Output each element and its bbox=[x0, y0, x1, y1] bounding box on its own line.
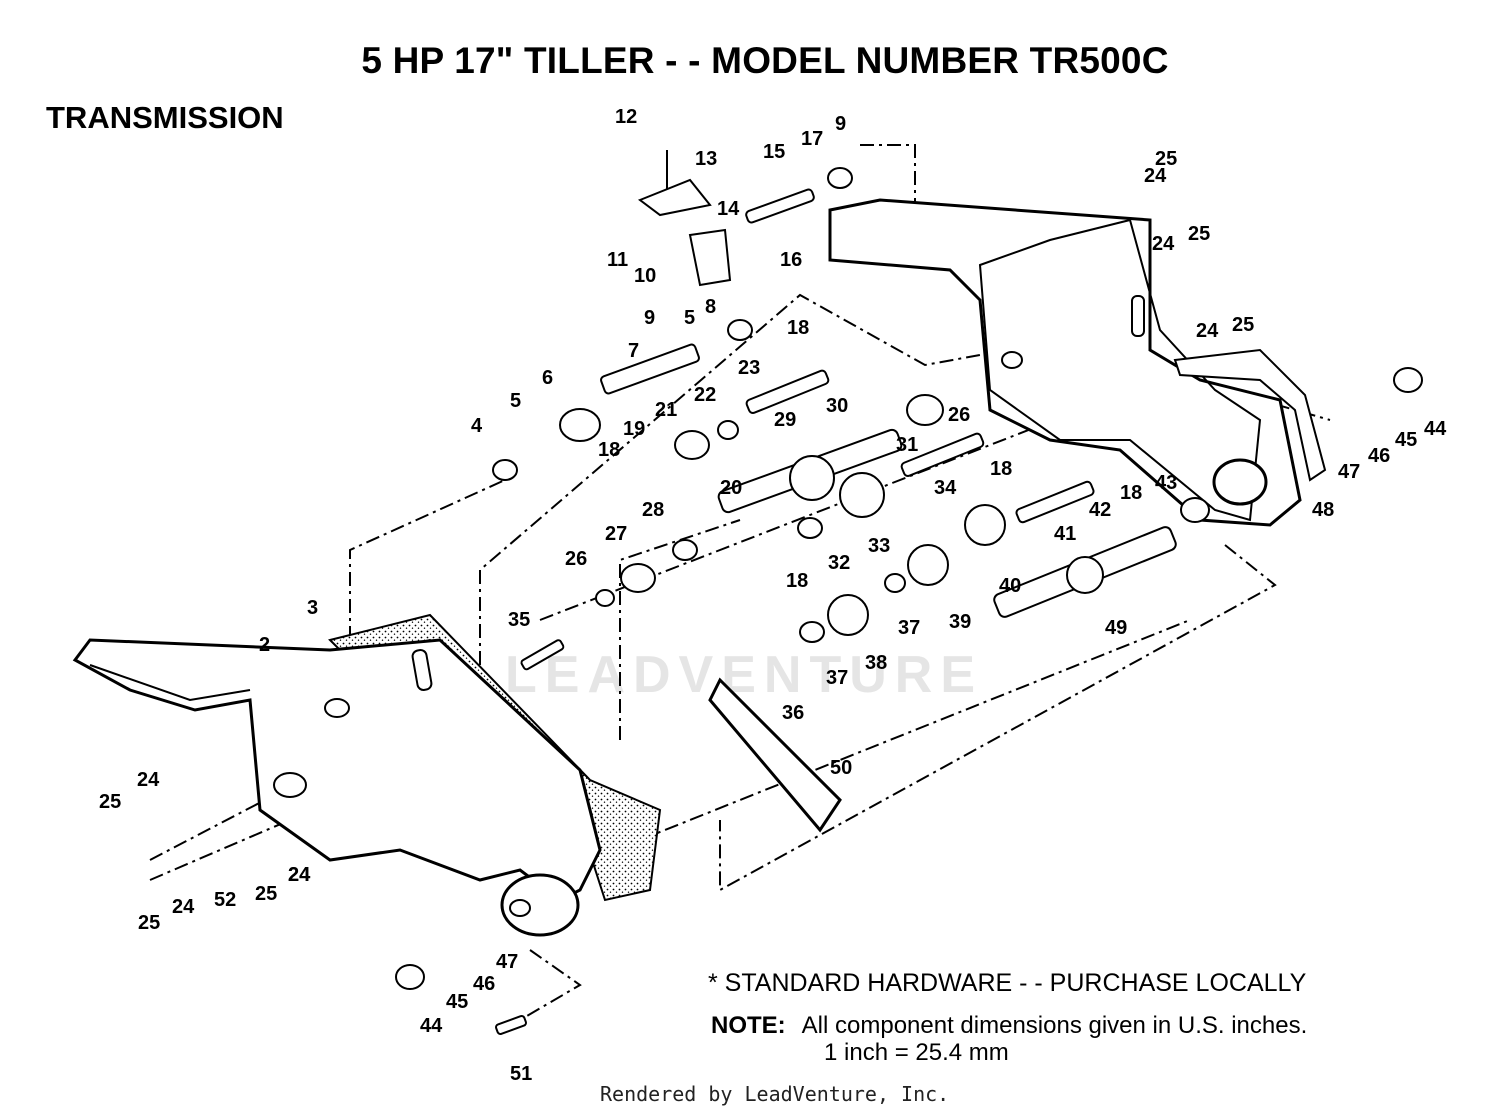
dimension-note: NOTE: All component dimensions given in U… bbox=[711, 1012, 1308, 1066]
callout-34: 34 bbox=[934, 477, 957, 499]
callout-14: 14 bbox=[717, 198, 740, 220]
callout-42: 42 bbox=[1089, 499, 1111, 521]
callout-18: 18 bbox=[786, 570, 808, 592]
assembly-guide-lines bbox=[149, 144, 1331, 1021]
callout-26: 26 bbox=[565, 548, 587, 570]
part-callouts: 12 13 15 17 9 14 11 10 16 9 8 5 18 7 23 … bbox=[99, 106, 1447, 1085]
callout-18: 18 bbox=[990, 458, 1012, 480]
callout-33: 33 bbox=[868, 535, 890, 557]
callout-10: 10 bbox=[634, 265, 656, 287]
callout-25: 25 bbox=[1232, 314, 1254, 336]
callout-44: 44 bbox=[1424, 418, 1447, 440]
callout-50: 50 bbox=[830, 757, 852, 779]
page-title: 5 HP 17" TILLER - - MODEL NUMBER TR500C bbox=[361, 40, 1169, 81]
callout-11: 11 bbox=[607, 249, 628, 271]
callout-9: 9 bbox=[835, 113, 846, 135]
callout-37: 37 bbox=[826, 667, 848, 689]
note-label: NOTE: bbox=[711, 1012, 786, 1039]
note-line-1: All component dimensions given in U.S. i… bbox=[801, 1012, 1308, 1039]
callout-44: 44 bbox=[420, 1015, 443, 1037]
housing-half-2 bbox=[72, 638, 602, 902]
callout-23: 23 bbox=[738, 357, 760, 379]
callout-24: 24 bbox=[288, 864, 311, 886]
callout-5: 5 bbox=[684, 307, 695, 329]
callout-28: 28 bbox=[642, 499, 664, 521]
callout-2: 2 bbox=[259, 634, 270, 656]
callout-3: 3 bbox=[307, 597, 318, 619]
callout-17: 17 bbox=[801, 128, 823, 150]
callout-24: 24 bbox=[172, 896, 195, 918]
callout-37: 37 bbox=[898, 617, 920, 639]
callout-16: 16 bbox=[780, 249, 802, 271]
note-line-2: 1 inch = 25.4 mm bbox=[824, 1039, 1009, 1066]
callout-25: 25 bbox=[1155, 148, 1177, 170]
callout-24: 24 bbox=[1152, 233, 1175, 255]
callout-24: 24 bbox=[137, 769, 160, 791]
callout-9: 9 bbox=[644, 307, 655, 329]
callout-30: 30 bbox=[826, 395, 848, 417]
chain-50 bbox=[708, 677, 842, 833]
right-housing-assembly bbox=[828, 198, 1327, 527]
callout-35: 35 bbox=[508, 609, 530, 631]
callout-38: 38 bbox=[865, 652, 887, 674]
callout-4: 4 bbox=[471, 415, 483, 437]
callout-8: 8 bbox=[705, 296, 716, 318]
callout-43: 43 bbox=[1155, 472, 1177, 494]
shift-assembly bbox=[637, 150, 853, 287]
callout-25: 25 bbox=[255, 883, 277, 905]
callout-19: 19 bbox=[623, 418, 645, 440]
callout-45: 45 bbox=[446, 991, 468, 1013]
callout-20: 20 bbox=[720, 477, 742, 499]
callout-21: 21 bbox=[655, 399, 677, 421]
credit-text: Rendered by LeadVenture, Inc. bbox=[600, 1082, 950, 1106]
watermark-text: LEADVENTURE bbox=[505, 646, 983, 704]
callout-12: 12 bbox=[615, 106, 637, 128]
callout-15: 15 bbox=[763, 141, 785, 163]
callout-13: 13 bbox=[695, 148, 717, 170]
callout-25: 25 bbox=[99, 791, 121, 813]
callout-41: 41 bbox=[1054, 523, 1076, 545]
callout-46: 46 bbox=[1368, 445, 1390, 467]
callout-24: 24 bbox=[1196, 320, 1219, 342]
callout-47: 47 bbox=[1338, 461, 1360, 483]
shafts-and-gears bbox=[395, 319, 1423, 1035]
callout-49: 49 bbox=[1105, 617, 1127, 639]
callout-18: 18 bbox=[598, 439, 620, 461]
callout-5: 5 bbox=[510, 390, 521, 412]
callout-48: 48 bbox=[1312, 499, 1334, 521]
callout-36: 36 bbox=[782, 702, 804, 724]
callout-25: 25 bbox=[138, 912, 160, 934]
callout-26: 26 bbox=[948, 404, 970, 426]
callout-22: 22 bbox=[694, 384, 716, 406]
callout-51: 51 bbox=[510, 1063, 532, 1085]
callout-24: 24 bbox=[288, 864, 311, 886]
callout-18: 18 bbox=[1120, 482, 1142, 504]
callout-46: 46 bbox=[473, 973, 495, 995]
callout-47: 47 bbox=[496, 951, 518, 973]
callout-39: 39 bbox=[949, 611, 971, 633]
callout-27: 27 bbox=[605, 523, 627, 545]
callout-6: 6 bbox=[542, 367, 553, 389]
callout-45: 45 bbox=[1395, 429, 1417, 451]
callout-40: 40 bbox=[999, 575, 1021, 597]
callout-25: 25 bbox=[1188, 223, 1210, 245]
section-title: TRANSMISSION bbox=[46, 100, 284, 135]
standard-hardware-note: * STANDARD HARDWARE - - PURCHASE LOCALLY bbox=[708, 969, 1307, 997]
plate-48 bbox=[1173, 348, 1327, 482]
callout-7: 7 bbox=[628, 340, 639, 362]
callout-32: 32 bbox=[828, 552, 850, 574]
callout-29: 29 bbox=[774, 409, 796, 431]
callout-24: 24 bbox=[1144, 165, 1167, 187]
callout-31: 31 bbox=[896, 434, 918, 456]
left-housing-assembly bbox=[72, 613, 662, 937]
callout-52: 52 bbox=[214, 889, 236, 911]
callout-18: 18 bbox=[787, 317, 809, 339]
